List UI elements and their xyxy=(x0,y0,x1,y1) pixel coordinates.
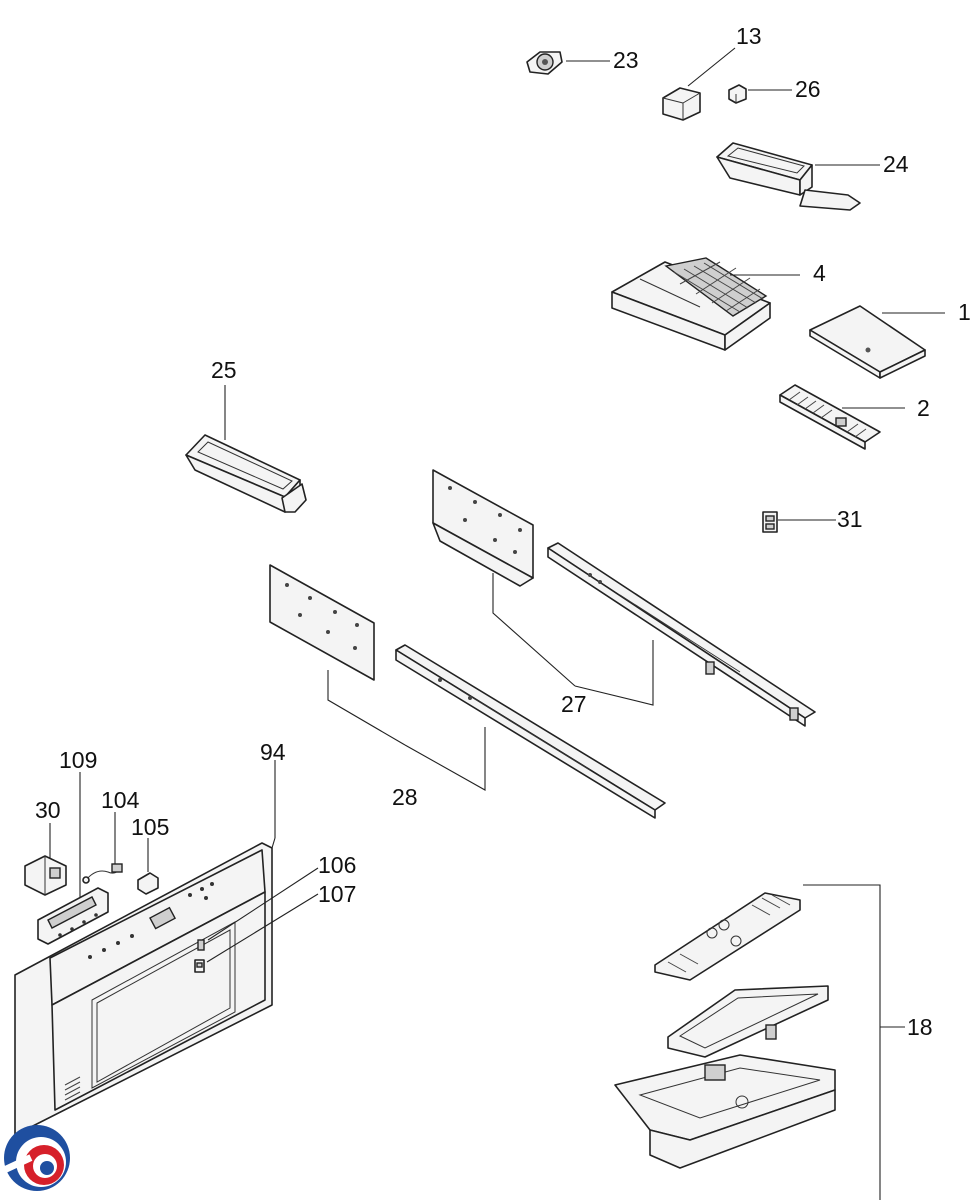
part-1-cover-panel xyxy=(809,305,926,379)
leader-27b xyxy=(574,640,654,706)
part-30-bracket xyxy=(24,855,67,896)
part-18-drip-tray-assembly xyxy=(614,892,836,1169)
part-106-button xyxy=(197,939,205,951)
part-26-clip xyxy=(728,84,747,104)
callout-94: 94 xyxy=(260,739,286,765)
leader-28b xyxy=(404,727,486,791)
part-25-tray xyxy=(185,434,307,513)
part-94-oven-front xyxy=(14,842,273,1136)
callout-105: 105 xyxy=(131,814,169,840)
callout-2: 2 xyxy=(917,395,930,421)
callout-104: 104 xyxy=(101,787,140,813)
callout-1: 1 xyxy=(958,299,971,325)
part-109-control-board xyxy=(37,887,109,945)
part-28-rail xyxy=(395,644,666,819)
callout-28: 28 xyxy=(392,784,418,810)
callout-24: 24 xyxy=(883,151,909,177)
part-27-plate xyxy=(432,469,534,587)
callout-26: 26 xyxy=(795,76,821,102)
part-4-top-cover xyxy=(611,257,771,351)
part-31-bracket xyxy=(762,511,778,533)
part-107-knob xyxy=(194,959,205,973)
part-27-rail xyxy=(547,542,816,727)
part-13-connector xyxy=(662,87,701,121)
brand-logo xyxy=(4,1125,70,1191)
leader-28 xyxy=(327,670,406,746)
leader-13 xyxy=(687,47,736,87)
callout-31: 31 xyxy=(837,506,863,532)
leader-94b xyxy=(271,837,276,849)
callout-25: 25 xyxy=(211,357,237,383)
callout-106: 106 xyxy=(318,852,356,878)
leader-18 xyxy=(803,884,881,1200)
part-2-grill-strip xyxy=(779,384,881,450)
part-104-wiring xyxy=(82,863,123,884)
callout-13: 13 xyxy=(736,23,762,49)
callout-109: 109 xyxy=(59,747,97,773)
callout-27: 27 xyxy=(561,691,587,717)
part-105-switch xyxy=(137,872,159,895)
callout-30: 30 xyxy=(35,797,61,823)
leader-106 xyxy=(207,867,319,941)
callout-18: 18 xyxy=(907,1014,933,1040)
part-28-plate xyxy=(269,564,375,681)
callout-107: 107 xyxy=(318,881,356,907)
leader-107 xyxy=(206,893,319,963)
part-24-tray xyxy=(716,142,861,211)
part-23-fan xyxy=(526,51,563,75)
callout-4: 4 xyxy=(813,260,826,286)
leader-27 xyxy=(492,573,576,687)
callout-23: 23 xyxy=(613,47,639,73)
